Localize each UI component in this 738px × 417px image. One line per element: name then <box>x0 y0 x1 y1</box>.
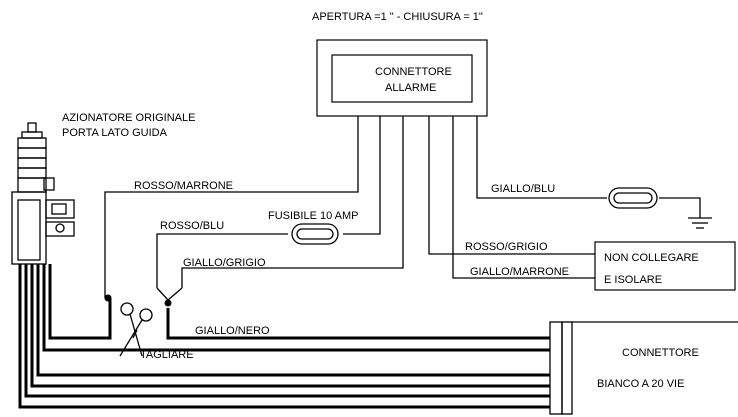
header-spec: APERTURA =1 " - CHIUSURA = 1" <box>312 11 483 23</box>
wire-bundle <box>18 264 550 409</box>
wire-label-giallo-marrone: GIALLO/MARRONE <box>470 266 569 278</box>
connector-20-label-1: CONNETTORE <box>622 347 699 359</box>
actuator-label-2: PORTA LATO GUIDA <box>62 127 168 139</box>
no-connect-box: NON COLLEGARE E ISOLARE <box>594 241 736 291</box>
wire-label-rosso-marrone: ROSSO/MARRONE <box>134 180 233 192</box>
wire-rosso-grigio: ROSSO/GRIGIO <box>428 116 595 255</box>
wire-label-giallo-nero: GIALLO/NERO <box>195 325 270 337</box>
alarm-connector-label-1: CONNETTORE <box>375 66 452 78</box>
scissors-icon <box>119 302 153 357</box>
actuator-label-1: AZIONATORE ORIGINALE <box>62 112 195 124</box>
no-connect-label-2: E ISOLARE <box>604 274 662 286</box>
connector-20-label-2: BIANCO A 20 VIE <box>597 378 684 390</box>
wire-giallo-marrone: GIALLO/MARRONE <box>452 116 595 279</box>
wire-label-rosso-blu: ROSSO/BLU <box>160 220 224 232</box>
ground-icon <box>688 217 712 229</box>
wire-giallo-grigio: GIALLO/GRIGIO <box>156 116 404 307</box>
alarm-connector-label-2: ALLARME <box>385 82 436 94</box>
connector-20-way: CONNETTORE BIANCO A 20 VIE <box>549 321 738 415</box>
fuse-10a: FUSIBILE 10 AMP <box>268 210 358 245</box>
wire-label-giallo-grigio: GIALLO/GRIGIO <box>183 257 266 269</box>
wire-label-rosso-grigio: ROSSO/GRIGIO <box>465 241 548 253</box>
cut-label: TAGLIARE <box>140 349 194 361</box>
wire-giallo-blu: GIALLO/BLU <box>476 116 701 218</box>
wire-label-giallo-blu: GIALLO/BLU <box>491 183 555 195</box>
wire-rosso-marrone: ROSSO/MARRONE <box>104 116 359 302</box>
wire-rosso-blu: ROSSO/BLU <box>156 116 381 288</box>
no-connect-label-1: NON COLLEGARE <box>604 252 699 264</box>
alarm-connector: CONNETTORE ALLARME <box>316 39 488 117</box>
fuse-label: FUSIBILE 10 AMP <box>268 210 358 222</box>
door-actuator <box>11 122 75 265</box>
